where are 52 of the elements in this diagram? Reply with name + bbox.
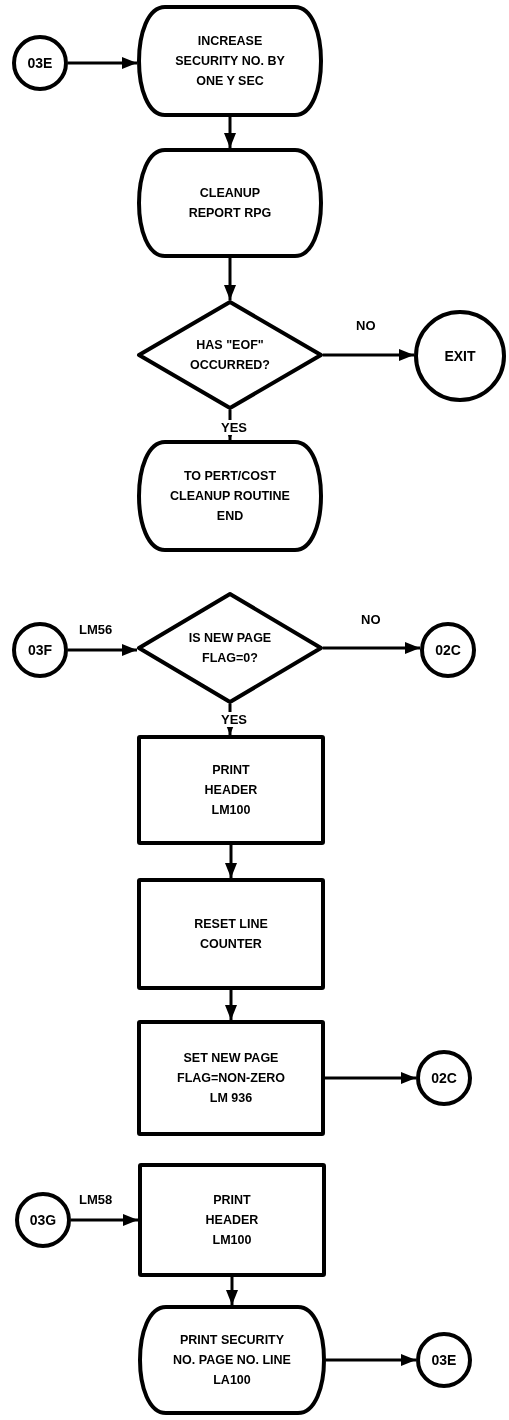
terminal-shape	[137, 5, 323, 117]
edge-label: YES	[220, 420, 248, 435]
connector-label: 03F	[27, 641, 53, 660]
node-text: PRINT HEADER LM100	[204, 1192, 260, 1249]
connector-label: EXIT	[444, 347, 476, 366]
arrow	[225, 845, 237, 878]
connector-circle	[12, 622, 68, 678]
node-text: CLEANUP REPORT RPG	[187, 185, 273, 222]
process-box	[137, 735, 325, 845]
arrow	[224, 258, 236, 300]
exit-circle	[414, 310, 506, 402]
arrow	[226, 1277, 238, 1305]
connector-circle	[416, 1332, 472, 1388]
process-box	[137, 1020, 325, 1136]
edge-label: NO	[360, 612, 382, 627]
arrow	[325, 1072, 416, 1084]
arrow	[225, 990, 237, 1020]
node-text: SET NEW PAGE FLAG=NON-ZERO LM 936	[176, 1050, 286, 1107]
node-text: HAS "EOF" OCCURRED?	[189, 337, 271, 374]
node-text: PRINT HEADER LM100	[203, 762, 259, 819]
node-text: RESET LINE COUNTER	[193, 916, 269, 953]
terminal-shape	[137, 440, 323, 552]
node-text: PRINT SECURITY NO. PAGE NO. LINE LA100	[172, 1332, 292, 1389]
arrow	[323, 642, 420, 654]
connector-circle	[416, 1050, 472, 1106]
edge-label: NO	[355, 318, 377, 333]
arrow	[326, 1354, 416, 1366]
arrow	[323, 349, 414, 361]
arrow	[224, 117, 236, 148]
connector-label: 03G	[29, 1211, 57, 1230]
process-box	[138, 1163, 326, 1277]
node-text: INCREASE SECURITY NO. BY ONE Y SEC	[175, 33, 285, 90]
connector-circle	[420, 622, 476, 678]
connector-label: 03E	[27, 54, 53, 73]
node-text: TO PERT/COST CLEANUP ROUTINE END	[170, 468, 290, 525]
arrow	[68, 644, 137, 656]
connector-label: 02C	[435, 641, 461, 660]
decision-diamond	[137, 300, 323, 410]
connector-label: 02C	[431, 1069, 457, 1088]
terminal-shape	[137, 148, 323, 258]
process-box	[137, 878, 325, 990]
node-text: IS NEW PAGE FLAG=0?	[187, 630, 273, 667]
edge-label: LM58	[78, 1192, 114, 1207]
terminal-shape	[138, 1305, 326, 1415]
arrow	[71, 1214, 138, 1226]
arrow	[68, 57, 137, 69]
connector-label: 03E	[431, 1351, 457, 1370]
edge-label: LM56	[78, 622, 114, 637]
edge-label: YES	[220, 712, 248, 727]
connector-circle	[15, 1192, 71, 1248]
decision-diamond	[137, 592, 323, 704]
connector-circle	[12, 35, 68, 91]
